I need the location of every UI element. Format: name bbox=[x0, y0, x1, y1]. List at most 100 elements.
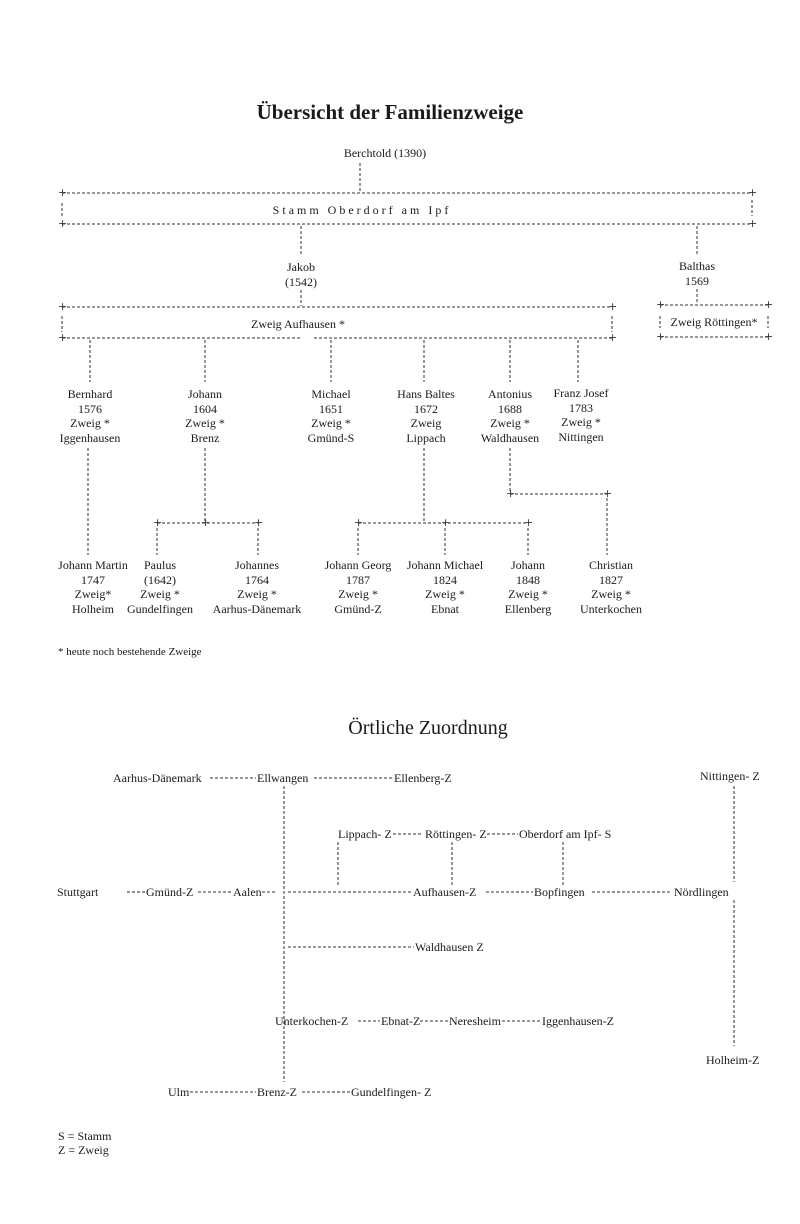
connector-plus: + bbox=[748, 217, 758, 230]
legend-item-stamm: S = Stamm bbox=[58, 1129, 112, 1143]
footnote: * heute noch bestehende Zweige bbox=[58, 646, 202, 658]
node-year: 1651 bbox=[318, 401, 343, 416]
node-name: Johann bbox=[511, 558, 545, 572]
connector-plus: + bbox=[524, 516, 534, 529]
node-zweig: Zweig * bbox=[237, 587, 277, 601]
node-year: 1848 bbox=[516, 572, 540, 587]
place-oberdorf: Oberdorf am Ipf- S bbox=[519, 827, 612, 841]
node-name: Johann Michael bbox=[406, 558, 484, 572]
node-year: 1569 bbox=[685, 273, 709, 288]
node-place: Gmünd-S bbox=[307, 430, 355, 445]
node-balthas: Balthas 1569 bbox=[679, 259, 715, 288]
place-gundelfingen: Gundelfingen- Z bbox=[351, 1085, 432, 1099]
node-name: Hans Baltes bbox=[397, 387, 455, 401]
node-zweig: Zweig * bbox=[140, 587, 180, 601]
page-title: Übersicht der Familienzweige bbox=[256, 100, 524, 124]
node-year: 1787 bbox=[346, 572, 370, 587]
node-zweig: Zweig * bbox=[185, 416, 225, 430]
node-jakob: Jakob (1542) bbox=[285, 260, 317, 289]
node-place: Gundelfingen bbox=[127, 601, 193, 616]
node-zweig: Zweig * bbox=[508, 587, 548, 601]
place-roettingen: Röttingen- Z bbox=[425, 827, 487, 841]
node-name: Balthas bbox=[679, 259, 715, 273]
connector-plus: + bbox=[254, 516, 264, 529]
connector-plus: + bbox=[656, 298, 666, 311]
place-nittingen: Nittingen- Z bbox=[700, 769, 760, 783]
connector-plus: + bbox=[354, 516, 364, 529]
node-name: Christian bbox=[588, 558, 633, 572]
connector-plus: + bbox=[764, 330, 774, 343]
node-zweig: Zweig* bbox=[74, 587, 112, 601]
place-ellwangen: Ellwangen bbox=[257, 771, 309, 785]
connector-plus: + bbox=[201, 516, 211, 529]
node-place: Nittingen bbox=[558, 429, 604, 444]
connector-plus: + bbox=[656, 330, 666, 343]
root-node: Berchtold (1390) bbox=[343, 146, 427, 160]
place-brenz: Brenz-Z bbox=[257, 1085, 297, 1099]
node-year: 1764 bbox=[244, 572, 269, 587]
connector-plus: + bbox=[764, 298, 774, 311]
node-name: Paulus bbox=[143, 558, 177, 572]
connector-plus: + bbox=[58, 300, 68, 313]
place-stuttgart: Stuttgart bbox=[57, 885, 99, 899]
node-zweig: Zweig * bbox=[425, 587, 465, 601]
node-zweig: Zweig * bbox=[338, 587, 378, 601]
node-zweig: Zweig * bbox=[561, 415, 601, 429]
place-noerdlingen: Nördlingen bbox=[674, 885, 729, 899]
node-name: Michael bbox=[311, 387, 351, 401]
node-place: Ebnat bbox=[431, 601, 459, 616]
place-iggenhausen: Iggenhausen-Z bbox=[542, 1014, 614, 1028]
node-year: 1747 bbox=[81, 572, 105, 587]
node-name: Johann Martin bbox=[58, 558, 128, 572]
connector-plus: + bbox=[748, 186, 758, 199]
node-name: Jakob bbox=[287, 260, 315, 274]
node-year: (1642) bbox=[143, 572, 176, 587]
place-holheim: Holheim-Z bbox=[706, 1053, 760, 1067]
place-aarhus: Aarhus-Dänemark bbox=[113, 771, 202, 785]
node-place: Lippach bbox=[406, 430, 446, 445]
place-ulm: Ulm bbox=[168, 1085, 190, 1099]
place-neresheim: Neresheim bbox=[449, 1014, 501, 1028]
connector-plus: + bbox=[58, 186, 68, 199]
node-place: Ellenberg bbox=[504, 601, 552, 616]
node-year: 1783 bbox=[568, 400, 593, 415]
place-waldhausen: Waldhausen Z bbox=[415, 940, 484, 954]
connector-plus: + bbox=[58, 331, 68, 344]
node-place: Aarhus-Dänemark bbox=[212, 601, 302, 616]
node-year: 1688 bbox=[497, 401, 522, 416]
node-zweig: Zweig bbox=[410, 416, 442, 430]
connector-plus: + bbox=[608, 331, 618, 344]
connector-plus: + bbox=[58, 217, 68, 230]
connector-plus: + bbox=[506, 487, 516, 500]
stamm-label: Stamm Oberdorf am Ipf bbox=[272, 203, 452, 217]
node-year: (1542) bbox=[285, 274, 317, 289]
node-zweig: Zweig * bbox=[490, 416, 530, 430]
node-place: Iggenhausen bbox=[59, 430, 121, 445]
legend: S = Stamm Z = Zweig bbox=[58, 1129, 111, 1157]
node-name: Johann Georg bbox=[324, 558, 392, 572]
node-year: 1824 bbox=[433, 572, 457, 587]
connector-plus: + bbox=[608, 300, 618, 313]
place-ellenberg: Ellenberg-Z bbox=[394, 771, 452, 785]
node-place: Brenz bbox=[190, 430, 220, 445]
place-aufhausen: Aufhausen-Z bbox=[413, 885, 477, 899]
connector-plus: + bbox=[603, 487, 613, 500]
node-place: Gmünd-Z bbox=[334, 601, 382, 616]
place-aalen: Aalen bbox=[233, 885, 262, 899]
place-lippach: Lippach- Z bbox=[338, 827, 392, 841]
section-title: Örtliche Zuordnung bbox=[348, 717, 508, 739]
node-year: 1576 bbox=[78, 401, 102, 416]
node-place: Waldhausen bbox=[480, 430, 540, 445]
node-place: Unterkochen bbox=[580, 601, 642, 616]
node-year: 1672 bbox=[414, 401, 438, 416]
